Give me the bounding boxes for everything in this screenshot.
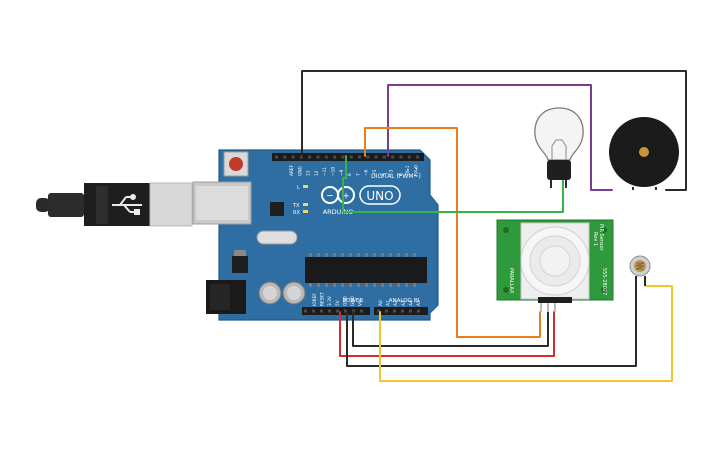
analog-header-hole[interactable]: [401, 309, 404, 313]
power-pin-label: GND: [342, 295, 348, 306]
digital-header-hole[interactable]: [316, 155, 320, 159]
digital-header-hole[interactable]: [382, 155, 386, 159]
digital-header-hole[interactable]: [324, 155, 328, 159]
led-tx-label: TX: [292, 203, 300, 209]
analog-pin-label: A4: [408, 300, 414, 306]
analog-header-hole[interactable]: [385, 309, 388, 313]
digital-header-hole[interactable]: [349, 155, 353, 159]
pir-sensor[interactable]: PIR Sensor Rev 1 555-28027 PARALLAX: [496, 219, 614, 312]
power-pin-label: 3.3V: [327, 296, 333, 306]
digital-header-hole[interactable]: [366, 155, 370, 159]
analog-header-hole[interactable]: [417, 309, 420, 313]
analog-pin-label: A2: [393, 300, 399, 306]
wire-yellow[interactable]: [379, 285, 673, 382]
arduino-uno[interactable]: − + UNO ARDUINO DIGITAL (PWM~) POWER ANA…: [192, 149, 439, 321]
digital-pin-label: TX▸1: [405, 165, 411, 177]
digital-header-hole[interactable]: [399, 155, 403, 159]
analog-header-hole[interactable]: [377, 309, 380, 313]
wire-green[interactable]: [342, 155, 564, 213]
pir-rev: Rev 1: [592, 232, 598, 246]
power-header-hole[interactable]: [344, 309, 347, 313]
digital-header[interactable]: [272, 153, 424, 161]
digital-header-hole[interactable]: [291, 155, 295, 159]
analog-pin-label: A5: [416, 300, 422, 306]
power-header-hole[interactable]: [336, 309, 339, 313]
reset-button[interactable]: [223, 151, 249, 177]
power-pin-label: IOREF: [312, 293, 318, 306]
power-pin-label: Vin: [358, 299, 364, 306]
digital-header-hole[interactable]: [374, 155, 378, 159]
digital-header-hole[interactable]: [333, 155, 337, 159]
digital-pin-label: ~11: [322, 167, 328, 176]
usb-icon: [112, 194, 142, 215]
wire-black-top[interactable]: [301, 70, 687, 191]
digital-pin-label: 7: [355, 173, 361, 176]
usb-cable[interactable]: [36, 182, 193, 227]
pir-maker: PARALLAX: [508, 268, 514, 294]
arduino-logo: − + UNO ARDUINO: [321, 185, 401, 216]
digital-pin-label: 13: [306, 170, 312, 176]
svg-text:+: +: [342, 192, 350, 202]
analog-label: ANALOG IN: [389, 298, 420, 304]
digital-header-hole[interactable]: [341, 155, 345, 159]
power-label: POWER: [343, 298, 364, 304]
pir-title: PIR Sensor: [598, 224, 604, 252]
svg-text:−: −: [326, 192, 334, 202]
digital-pin-label: ~6: [364, 169, 370, 176]
power-header-hole[interactable]: [352, 309, 355, 313]
digital-header-hole[interactable]: [308, 155, 312, 159]
digital-header-hole[interactable]: [407, 155, 411, 159]
power-header-hole[interactable]: [312, 309, 315, 313]
digital-header-hole[interactable]: [416, 155, 420, 159]
piezo-buzzer[interactable]: [609, 117, 679, 190]
digital-pin-label: 8: [347, 173, 353, 176]
digital-header-label: DIGITAL (PWM~): [371, 173, 421, 180]
analog-pin-label: A1: [386, 300, 392, 306]
power-header-hole[interactable]: [304, 309, 307, 313]
digital-pin-label: AREF: [289, 164, 295, 176]
photoresistor[interactable]: [629, 255, 651, 286]
analog-header-hole[interactable]: [409, 309, 412, 313]
led-rx-label: RX: [293, 210, 300, 216]
digital-header-hole[interactable]: [283, 155, 287, 159]
power-pin-label: 5V: [335, 300, 341, 306]
power-header-hole[interactable]: [320, 309, 323, 313]
digital-pin-label: 2: [397, 173, 403, 176]
board-model: UNO: [366, 189, 393, 203]
power-header-hole[interactable]: [360, 309, 363, 313]
pir-part: 555-28027: [601, 268, 607, 295]
digital-pin-label: RX◂0: [414, 165, 420, 176]
digital-pin-label: ~9: [339, 169, 345, 176]
power-pin-label: RESET: [320, 292, 326, 306]
analog-pin-label: A0: [378, 300, 384, 306]
digital-pin-label: GND: [297, 165, 303, 176]
analog-header-hole[interactable]: [393, 309, 396, 313]
digital-pin-label: 12: [314, 170, 320, 176]
digital-header-hole[interactable]: [299, 155, 303, 159]
wire-red[interactable]: [339, 311, 555, 357]
digital-pin-label: ~5: [372, 169, 378, 176]
power-header-hole[interactable]: [328, 309, 331, 313]
wire-black-bottom[interactable]: [346, 276, 637, 367]
power-pin-label: GND: [350, 295, 356, 306]
wire-black-pir[interactable]: [352, 311, 549, 347]
board-brand: ARDUINO: [323, 208, 354, 216]
led-l-label: L: [297, 185, 300, 191]
digital-pin-label: 4: [380, 173, 386, 176]
digital-pin-label: ~3: [389, 169, 395, 176]
digital-pin-label: ~10: [331, 167, 337, 176]
digital-header-hole[interactable]: [358, 155, 361, 159]
digital-header-hole[interactable]: [275, 155, 278, 159]
light-bulb[interactable]: [534, 107, 584, 188]
wire-purple[interactable]: [387, 84, 613, 191]
digital-header-hole[interactable]: [391, 155, 395, 159]
wire-orange-bulb[interactable]: [364, 127, 541, 338]
analog-pin-label: A3: [401, 300, 407, 306]
